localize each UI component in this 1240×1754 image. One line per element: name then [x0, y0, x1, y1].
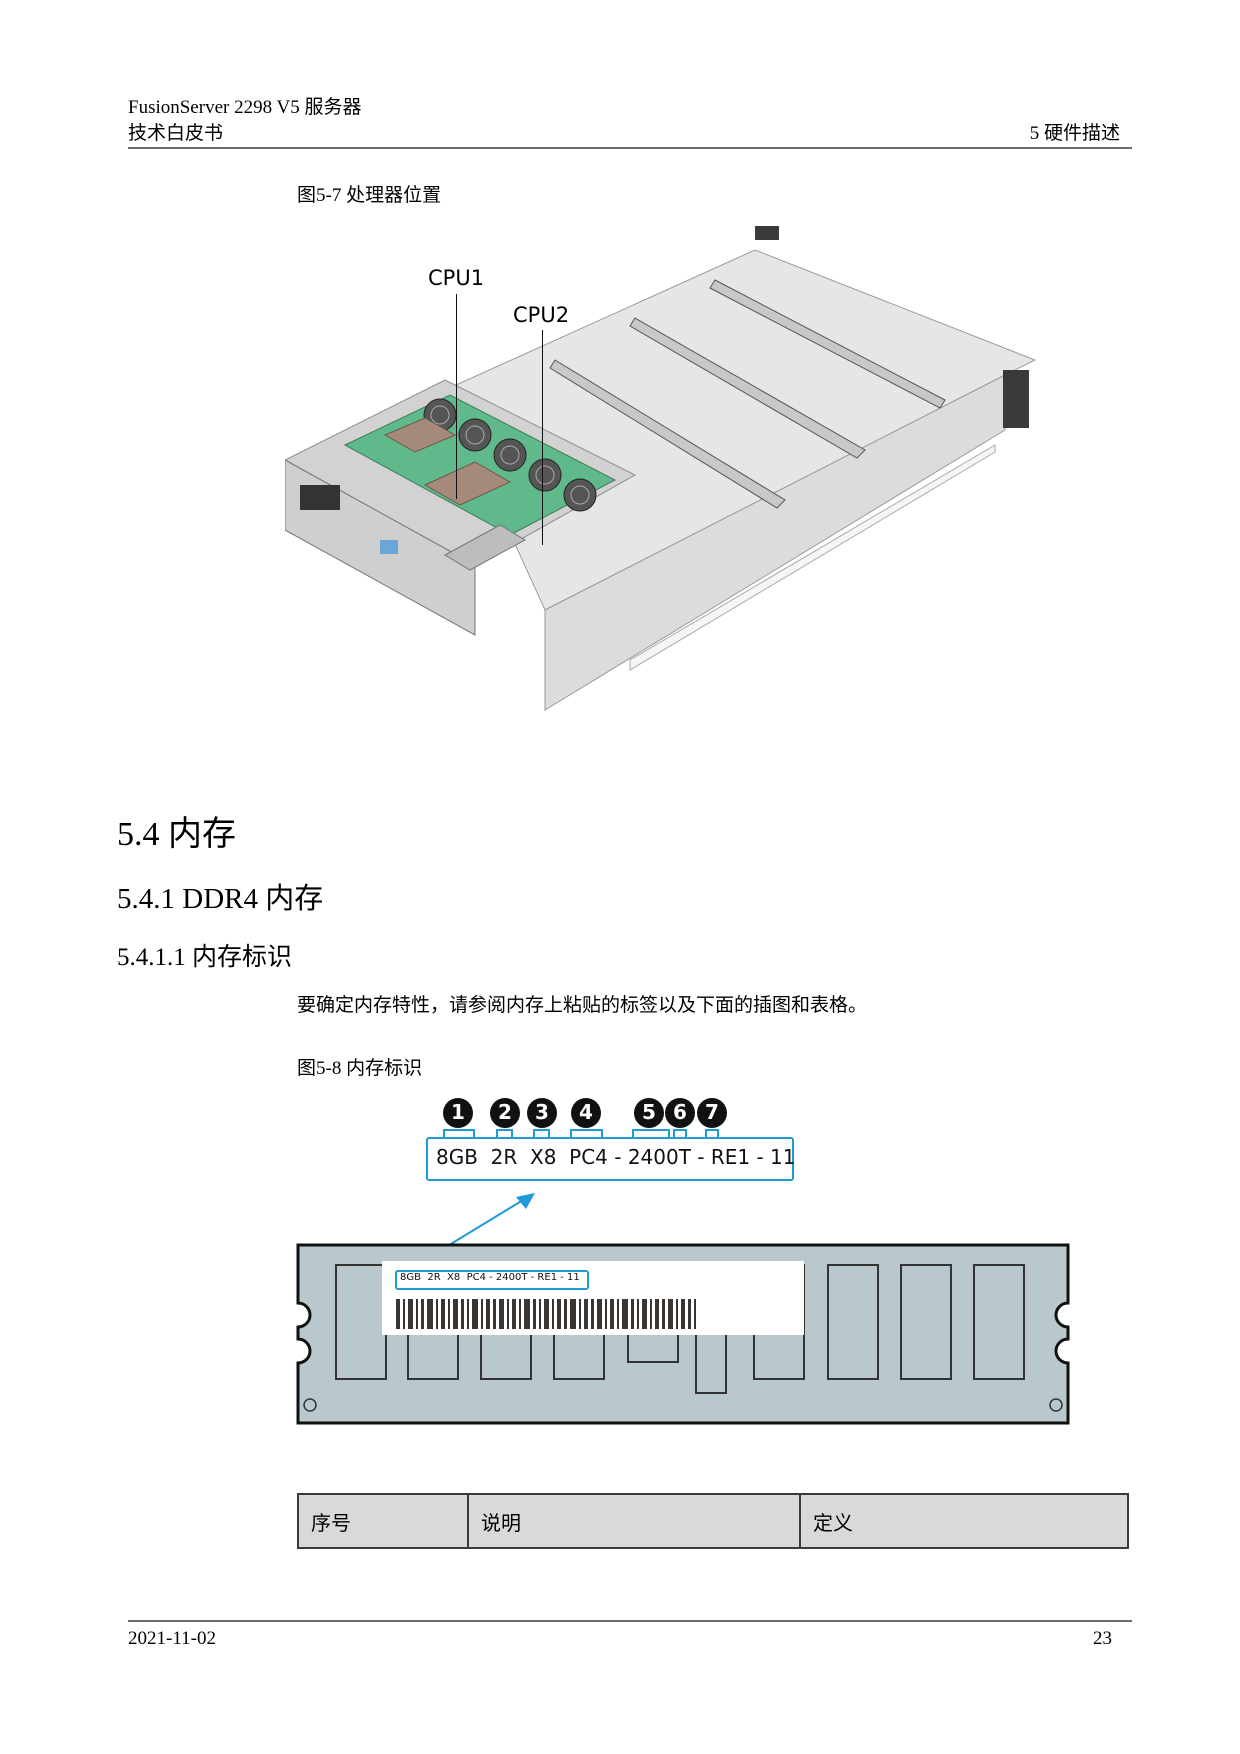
header-divider [128, 147, 1132, 149]
memory-label-text: 8GB 2R X8 PC4 - 2400T - RE1 - 11 [436, 1145, 796, 1169]
callout-cpu1-leader [456, 294, 457, 499]
footer-date: 2021-11-02 [128, 1628, 216, 1649]
footer-divider [128, 1620, 1132, 1622]
chapter-title: 5 硬件描述 [1029, 123, 1120, 144]
section-heading-5-4-1-1: 5.4.1.1 内存标识 [117, 944, 293, 971]
memory-label-diagram: 1 2 3 4 5 6 7 8GB 2R X8 PC4 - 2400T - RE… [420, 1090, 800, 1210]
marker-4: 4 [579, 1100, 593, 1124]
marker-5: 5 [642, 1100, 656, 1124]
memory-label-callout-box [426, 1137, 794, 1181]
server-chassis-drawing [283, 226, 1037, 711]
server-illustration [283, 220, 1045, 720]
marker-1: 1 [451, 1100, 465, 1124]
marker-brackets [443, 1098, 727, 1137]
col-header-index: 序号 [297, 1493, 469, 1549]
intro-paragraph: 要确定内存特性，请参阅内存上粘贴的标签以及下面的插图和表格。 [297, 995, 868, 1016]
marker-7: 7 [705, 1100, 719, 1124]
callout-cpu2: CPU2 [513, 303, 570, 327]
callout-cpu2-leader [542, 330, 543, 545]
dimm-module-illustration: 8GB 2R X8 PC4 - 2400T - RE1 - 11 [296, 1243, 1070, 1425]
page-number: 23 [1093, 1628, 1112, 1649]
callout-cpu1: CPU1 [428, 266, 485, 290]
dimm-module-drawing [296, 1243, 1070, 1425]
table-header-row: 序号 说明 定义 [297, 1493, 1129, 1549]
figure-5-7-caption: 图5-7 处理器位置 [297, 185, 442, 206]
sticker-label-text: 8GB 2R X8 PC4 - 2400T - RE1 - 11 [400, 1272, 580, 1283]
col-header-definition: 定义 [799, 1493, 1129, 1549]
doc-subtitle: 技术白皮书 [128, 123, 224, 144]
section-heading-5-4-1: 5.4.1 DDR4 内存 [117, 883, 324, 915]
col-header-description: 说明 [467, 1493, 801, 1549]
figure-5-8-caption: 图5-8 内存标识 [297, 1058, 423, 1079]
marker-6: 6 [673, 1100, 687, 1124]
marker-2: 2 [498, 1100, 512, 1124]
section-heading-5-4: 5.4 内存 [117, 816, 236, 853]
marker-3: 3 [535, 1100, 549, 1124]
doc-title: FusionServer 2298 V5 服务器 [128, 97, 362, 118]
memory-label-definition-table: 序号 说明 定义 [297, 1493, 1129, 1549]
